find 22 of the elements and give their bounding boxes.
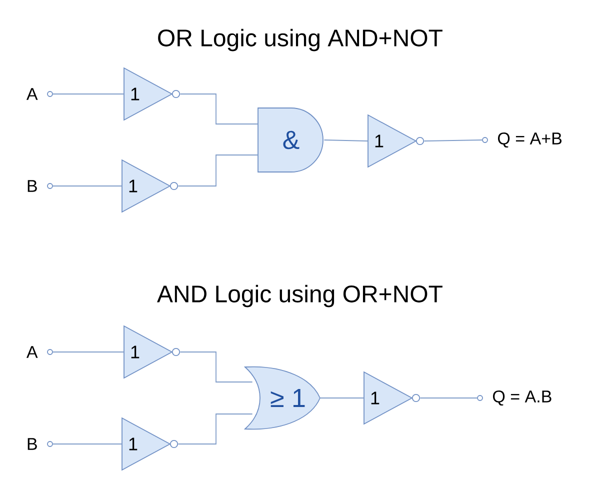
or-gate: ≥ 1 [244,366,320,430]
terminal-label: B [28,438,37,450]
wire [178,154,258,186]
terminal [26,88,53,100]
terminal [482,132,562,148]
terminal [26,346,53,358]
terminal-label: A [26,346,38,358]
wire [178,414,253,444]
terminal-label: Q = A+B [498,132,562,148]
and-gate: & [258,108,324,172]
wire [324,140,368,142]
wire [180,352,253,382]
terminal [28,438,53,450]
terminal [477,390,552,406]
terminal-label: B [28,180,37,192]
heading: AND Logic using OR+NOT [157,284,442,308]
wire [180,94,258,124]
terminal [28,180,53,192]
wire [424,140,482,142]
heading: OR Logic using AND+NOT [158,28,442,52]
terminal-label: Q = A.B [493,390,552,406]
terminal-label: A [26,88,38,100]
